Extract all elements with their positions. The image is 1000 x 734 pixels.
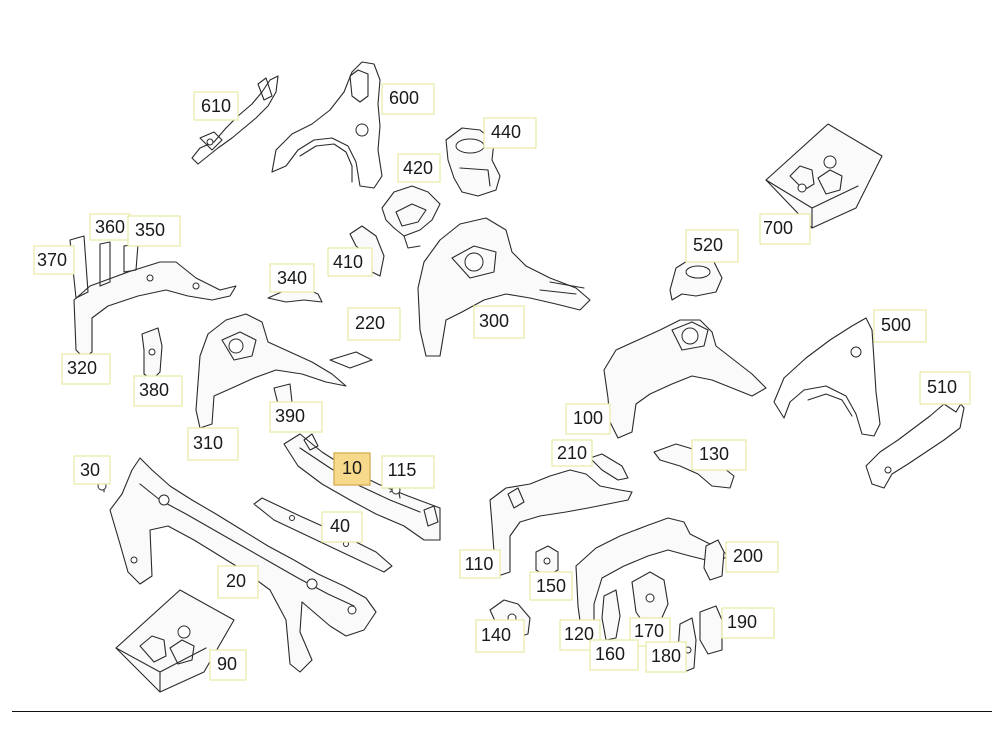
callout-420[interactable]: 420 [397,153,441,183]
callout-610[interactable]: 610 [193,91,239,121]
part-200-drawing[interactable] [703,539,725,581]
part-90-drawing[interactable] [115,589,235,693]
callout-200[interactable]: 200 [725,541,779,573]
callout-label: 100 [573,408,603,428]
callout-320[interactable]: 320 [61,353,111,385]
callout-label: 190 [727,612,757,632]
callout-label: 180 [651,646,681,666]
callout-label: 610 [201,96,231,116]
callout-label: 20 [226,571,246,591]
callout-label: 120 [564,624,594,644]
callout-label: 170 [634,621,664,641]
callout-label: 40 [330,516,350,536]
callout-180[interactable]: 180 [645,641,687,673]
callout-210[interactable]: 210 [551,439,593,467]
callout-300[interactable]: 300 [473,305,525,339]
callout-label: 220 [355,313,385,333]
callout-label: 140 [481,625,511,645]
callout-150[interactable]: 150 [529,571,573,601]
callout-label: 110 [465,554,494,574]
callout-label: 115 [388,460,417,480]
callout-label: 350 [135,220,165,240]
callout-30[interactable]: 30 [73,455,111,485]
callout-360[interactable]: 360 [89,213,131,241]
callout-label: 340 [277,268,307,288]
part-110-drawing[interactable] [489,469,633,577]
callout-90[interactable]: 90 [209,649,247,681]
callout-label: 310 [193,433,223,453]
callout-label: 520 [693,235,723,255]
callout-label: 440 [491,122,521,142]
callout-label: 200 [733,546,763,566]
callout-label: 320 [67,358,97,378]
callout-10[interactable]: 10 [333,452,371,486]
callout-40[interactable]: 40 [321,511,363,543]
callout-label: 160 [595,644,625,664]
callout-160[interactable]: 160 [589,639,639,671]
callout-label: 510 [927,377,957,397]
callout-510[interactable]: 510 [919,371,971,405]
callout-410[interactable]: 410 [327,247,373,277]
part-300-drawing[interactable] [417,217,591,357]
part-210-drawing[interactable] [589,453,629,481]
callout-label: 380 [139,380,169,400]
part-390-drawing[interactable] [273,383,293,405]
part-380-drawing[interactable] [141,327,163,381]
callout-label: 500 [881,315,911,335]
callout-label: 130 [699,444,729,464]
part-600-drawing[interactable] [271,61,383,189]
callout-310[interactable]: 310 [187,427,239,461]
callout-20[interactable]: 20 [217,565,259,599]
callout-130[interactable]: 130 [691,439,747,471]
part-100-drawing[interactable] [603,319,767,439]
callout-600[interactable]: 600 [381,83,435,115]
callout-label: 600 [389,88,419,108]
callout-label: 390 [275,406,305,426]
callout-100[interactable]: 100 [565,403,611,435]
callout-340[interactable]: 340 [269,263,315,293]
callout-label: 150 [536,576,566,596]
callout-190[interactable]: 190 [721,607,775,639]
callout-170[interactable]: 170 [629,617,671,647]
callout-115[interactable]: 115 [381,455,435,489]
callout-500[interactable]: 500 [873,309,927,343]
callout-label: 210 [557,443,587,463]
part-520-drawing[interactable] [669,257,723,301]
callout-label: 700 [763,218,793,238]
callout-label: 30 [80,460,100,480]
callout-440[interactable]: 440 [483,117,537,149]
part-700-drawing[interactable] [765,123,883,229]
part-10-drawing[interactable] [283,433,441,541]
part-160-drawing[interactable] [601,589,621,641]
callout-370[interactable]: 370 [33,245,75,275]
part-510-drawing[interactable] [865,395,965,489]
part-150-drawing[interactable] [535,545,559,577]
part-420-drawing[interactable] [381,185,441,249]
part-500-drawing[interactable] [773,317,881,437]
callout-110[interactable]: 110 [459,549,501,579]
callout-label: 420 [403,158,433,178]
callout-350[interactable]: 350 [127,215,181,247]
callout-label: 370 [37,250,67,270]
callout-390[interactable]: 390 [269,401,323,433]
callout-700[interactable]: 700 [759,213,811,245]
callout-220[interactable]: 220 [347,307,401,341]
part-170-drawing[interactable] [631,571,669,625]
bottom-divider [12,711,992,712]
callout-label: 300 [479,311,509,331]
callout-label: 360 [95,217,125,237]
part-190-drawing[interactable] [699,605,723,655]
callout-380[interactable]: 380 [133,375,183,407]
part-310-drawing[interactable] [195,313,373,429]
part-610-drawing[interactable] [191,75,279,165]
callout-label: 410 [333,252,363,272]
callout-label: 10 [342,458,362,478]
part-20-drawing[interactable] [109,457,377,673]
callout-520[interactable]: 520 [685,229,739,263]
callout-label: 90 [217,654,237,674]
callout-140[interactable]: 140 [475,619,525,653]
